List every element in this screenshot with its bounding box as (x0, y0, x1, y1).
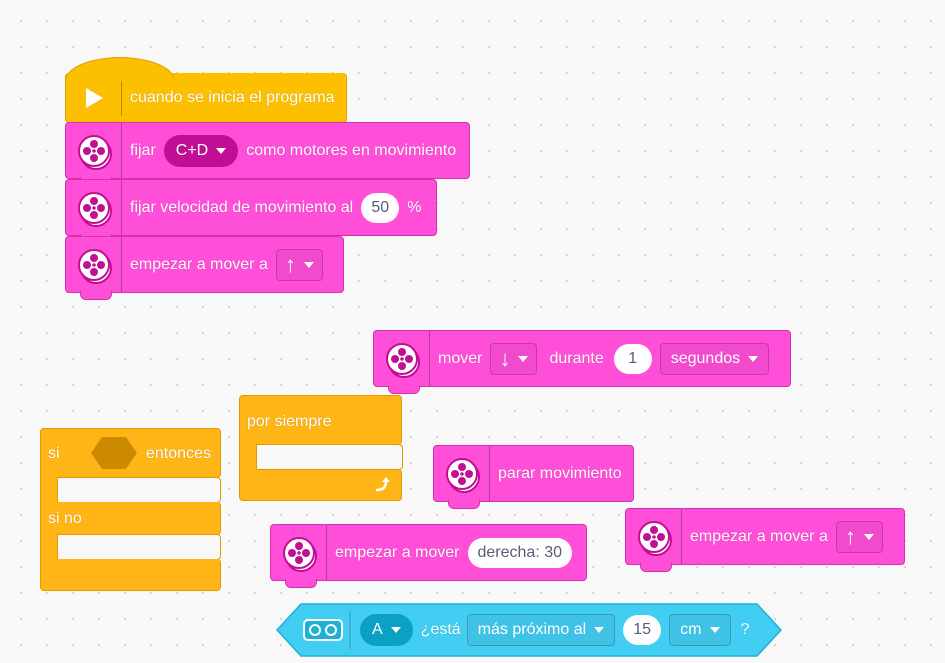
chevron-down-icon (216, 147, 227, 154)
chevron-down-icon (303, 261, 314, 268)
set-speed-label: fijar velocidad de movimiento al (130, 198, 354, 216)
else-arm (40, 534, 58, 560)
play-icon (66, 79, 122, 116)
chevron-down-icon (748, 355, 759, 362)
set-movement-motors-block[interactable]: fijar C+D como motores en movimiento (65, 122, 470, 186)
arrow-up-icon: ↑ (284, 251, 296, 277)
block-notch (640, 563, 672, 572)
chevron-down-icon (709, 627, 720, 633)
start-moving-label: empezar a mover a (130, 255, 268, 273)
arrow-up-icon: ↑ (844, 523, 856, 549)
if-bottom (40, 559, 221, 591)
stop-moving-label: parar movimiento (498, 464, 622, 482)
steering-input[interactable]: derecha: 30 (467, 537, 573, 568)
comparison-value: más próximo al (477, 621, 587, 638)
arrow-down-icon: ↓ (499, 345, 511, 371)
motor-pair-icon (66, 123, 122, 178)
block-notch (388, 385, 420, 394)
unit-dropdown[interactable]: segundos (659, 342, 770, 375)
start-moving-steer-label: empezar a mover (335, 543, 460, 561)
question-mark: ? (740, 621, 750, 638)
start-moving-block-2[interactable]: empezar a mover a ↑ (625, 508, 905, 572)
motor-pair-dropdown[interactable]: C+D (163, 134, 239, 167)
unit-value: segundos (670, 349, 741, 367)
distance-input[interactable]: 15 (623, 615, 662, 645)
direction-dropdown[interactable]: ↑ (275, 248, 323, 281)
comparison-dropdown[interactable]: más próximo al (466, 614, 616, 646)
move-for-block[interactable]: mover ↓ durante 1 segundos (373, 330, 791, 394)
if-arm (40, 477, 58, 503)
then-label: entonces (146, 445, 211, 462)
stop-moving-block[interactable]: parar movimiento (433, 445, 634, 509)
motor-pair-value: C+D (175, 141, 209, 159)
move-label: mover (438, 349, 483, 367)
start-moving-label-2: empezar a mover a (690, 527, 828, 545)
motor-pair-icon (374, 331, 430, 386)
forever-bottom (239, 469, 402, 501)
else-slot (58, 534, 221, 560)
distance-unit-value: cm (680, 621, 702, 638)
direction-dropdown-2[interactable]: ↑ (835, 520, 883, 553)
motor-pair-icon (434, 446, 490, 501)
forever-arm (239, 444, 257, 470)
duration-input[interactable]: 1 (613, 343, 652, 374)
distance-sensor-icon (303, 618, 343, 647)
loop-arrow-icon (374, 476, 392, 499)
when-start-label: cuando se inicia el programa (130, 88, 335, 106)
chevron-down-icon (594, 627, 605, 633)
start-moving-steer-block[interactable]: empezar a mover derecha: 30 (270, 524, 587, 588)
start-moving-block[interactable]: empezar a mover a ↑ (65, 236, 344, 300)
motor-pair-icon (271, 525, 327, 580)
direction-dropdown[interactable]: ↓ (490, 342, 538, 375)
if-label: si (48, 445, 60, 462)
motor-pair-icon (66, 237, 122, 292)
event-hat-body[interactable]: cuando se inicia el programa (65, 73, 347, 123)
chevron-down-icon (518, 355, 529, 362)
motor-pair-icon (626, 509, 682, 564)
chevron-down-icon (863, 533, 874, 540)
set-speed-block[interactable]: fijar velocidad de movimiento al 50 % (65, 179, 437, 243)
port-value: A (372, 621, 383, 638)
motor-pair-icon (66, 180, 122, 235)
is-label: ¿está (420, 621, 461, 638)
block-notch (285, 579, 317, 588)
speed-input[interactable]: 50 (361, 192, 400, 223)
forever-label: por siempre (247, 413, 332, 430)
chevron-down-icon (390, 627, 401, 633)
forever-slot (257, 444, 403, 470)
condition-slot[interactable] (90, 436, 138, 475)
during-label: durante (549, 349, 604, 367)
set-label: fijar (130, 141, 156, 159)
block-notch (80, 291, 112, 300)
else-middle (40, 502, 221, 535)
else-label: si no (48, 510, 82, 527)
sensor-row: A ¿está más próximo al 15 cm ? (360, 613, 749, 647)
as-movement-motors-label: como motores en movimiento (246, 141, 457, 159)
block-notch (448, 500, 480, 509)
if-slot (58, 477, 221, 503)
port-dropdown[interactable]: A (360, 614, 413, 646)
forever-top[interactable] (239, 395, 402, 445)
hat-cap (65, 57, 175, 81)
speed-unit: % (407, 198, 422, 216)
distance-unit-dropdown[interactable]: cm (669, 614, 731, 646)
